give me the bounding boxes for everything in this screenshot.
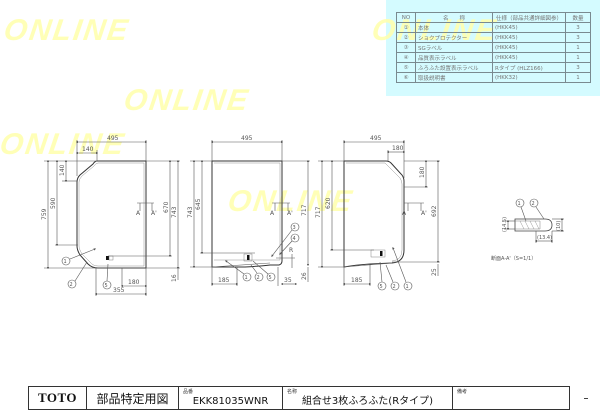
svg-text:2: 2	[532, 201, 535, 207]
dim-left-chamfer-h: 140	[59, 164, 66, 176]
parts-list-table: NO 名 称 仕様（部品共通詳細図参） 数量 ① 本体 (HKK45) 3 ② …	[396, 12, 591, 83]
parts-row: ⑥ 取扱説明書 (HKK32) 1	[396, 72, 591, 83]
section-a-prime: A'	[421, 210, 427, 217]
dim-right-25: 25	[431, 268, 438, 276]
right-panel-drawing: 495 180 180 717 620 692 25 A A'	[315, 135, 440, 291]
dim-section-left: (14.5)	[502, 217, 508, 232]
dim-right-692: 692	[431, 205, 438, 217]
section-a-prime: A'	[287, 210, 293, 217]
dim-left-759: 759	[41, 208, 48, 220]
dim-right-717: 717	[315, 206, 322, 218]
section-caption: 断面A-A'（S=1/1）	[491, 255, 536, 262]
dim-left-355: 355	[113, 287, 125, 294]
svg-text:5: 5	[380, 284, 383, 290]
dim-left-743: 743	[171, 206, 178, 218]
svg-text:2: 2	[257, 275, 260, 281]
svg-text:3: 3	[293, 225, 296, 231]
dim-mid-185: 185	[218, 277, 230, 284]
dim-right-620: 620	[325, 197, 332, 209]
dim-mid-645: 645	[195, 198, 202, 210]
section-a: A	[136, 210, 141, 217]
svg-text:1: 1	[406, 284, 409, 290]
dim-mid-743: 743	[187, 206, 194, 218]
svg-text:1: 1	[518, 201, 521, 207]
product-name-value: 組合せ3枚ふろふた(Rタイプ)	[301, 396, 434, 407]
dim-mid-width: 495	[241, 135, 253, 142]
parts-row: ③ SGラベル (HKK45) 1	[396, 42, 591, 53]
title-block: TOTO 部品特定用図 品番 EKK81035WNR 名称 組合せ3枚ふろふた(…	[28, 386, 570, 410]
dim-left-width: 495	[107, 135, 119, 142]
middle-panel-drawing: 495 743 645 717 26 R A A' 185	[187, 135, 310, 286]
dim-left-16: 16	[171, 274, 178, 282]
dim-left-180: 180	[128, 279, 140, 286]
toto-logo: TOTO	[29, 387, 87, 409]
dim-mid-717: 717	[301, 204, 308, 216]
doc-type-title: 部品特定用図	[87, 387, 179, 409]
remarks-cell: 備考	[453, 387, 569, 409]
part-number-cell: 品番 EKK81035WNR	[179, 387, 283, 409]
section-a-prime: A'	[151, 210, 157, 217]
dim-section-right: (10)	[556, 221, 562, 231]
product-name-cell: 名称 組合せ3枚ふろふた(Rタイプ)	[283, 387, 453, 409]
left-panel-drawing: 495 140 140 590 759 670 743 16 A A'	[41, 135, 180, 296]
svg-text:1: 1	[245, 275, 248, 281]
section-a: A	[270, 210, 275, 217]
dim-left-590: 590	[50, 197, 57, 209]
remarks-label: 備考	[457, 389, 468, 395]
dim-mid-35: 35	[284, 277, 292, 284]
radius-label: R	[289, 247, 293, 254]
dim-section-bottom: (13.4)	[537, 235, 552, 241]
part-qty: 1	[565, 72, 591, 83]
dim-right-side-180: 180	[419, 166, 426, 178]
dim-right-top-180: 180	[392, 145, 404, 152]
svg-text:2: 2	[393, 284, 396, 290]
dim-right-width: 495	[370, 135, 382, 142]
dim-mid-26: 26	[301, 272, 308, 280]
part-number-label: 品番	[183, 389, 194, 395]
section-a: A	[402, 210, 407, 217]
dim-left-chamfer-w: 140	[82, 146, 94, 153]
dim-left-670: 670	[163, 201, 170, 213]
svg-text:5: 5	[105, 283, 108, 289]
svg-text:2: 2	[70, 282, 73, 288]
page-mark	[584, 398, 588, 399]
section-detail-drawing: (14.5) (10) (13.4) 1 2 断面A-A'（S=1/1）	[491, 198, 564, 262]
part-number-value: EKK81035WNR	[192, 396, 269, 407]
svg-text:5: 5	[269, 275, 272, 281]
svg-text:1: 1	[64, 259, 67, 265]
svg-text:4: 4	[293, 236, 296, 242]
dim-right-185: 185	[351, 277, 363, 284]
product-name-label: 名称	[287, 389, 298, 395]
